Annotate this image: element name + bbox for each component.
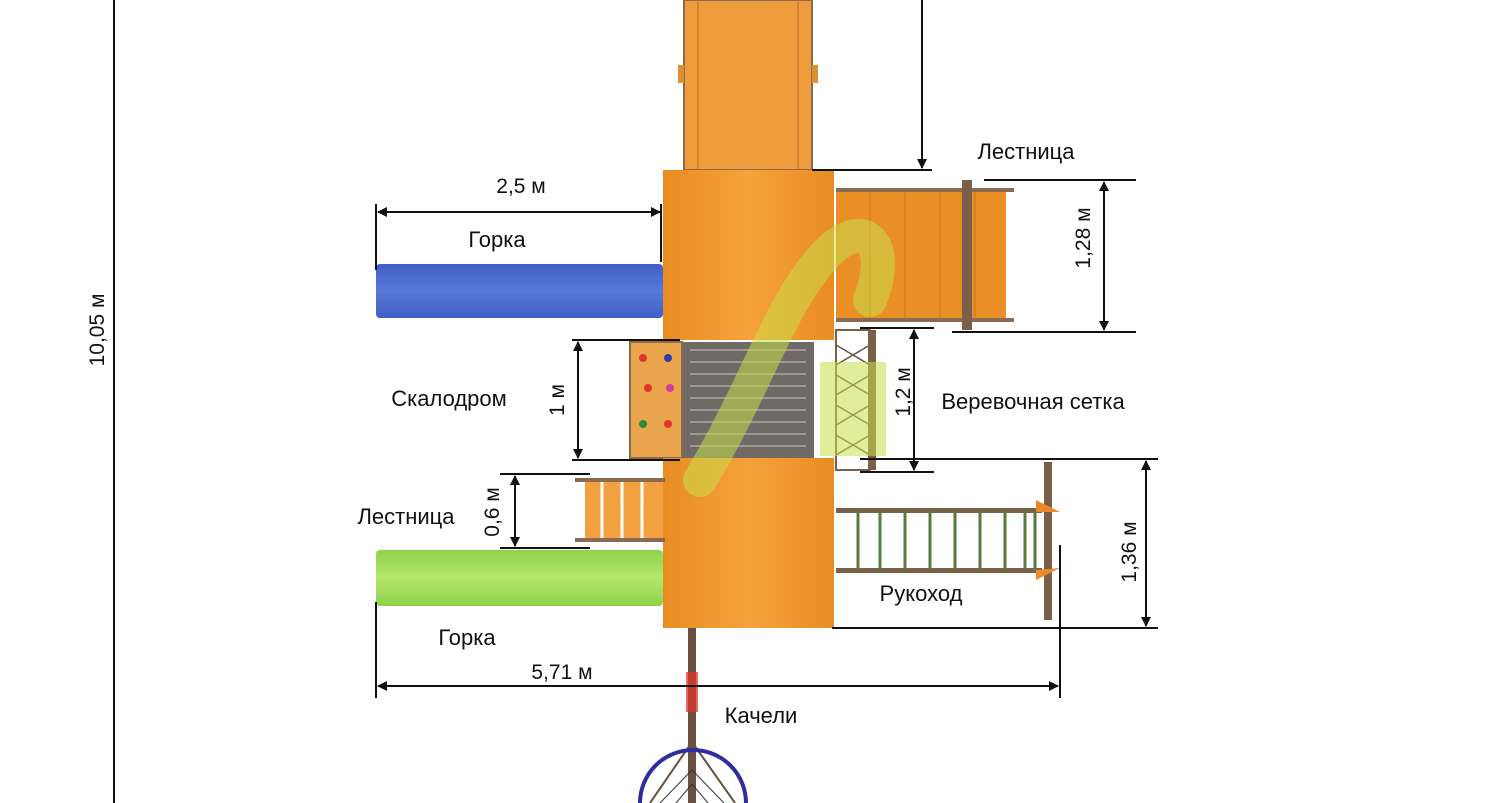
dimension-lines	[113, 0, 1158, 803]
dim-slide-length: 2,5 м	[496, 175, 545, 198]
top-tower	[678, 0, 818, 171]
dim-total-width: 5,71 м	[531, 661, 592, 684]
slide-bottom	[376, 550, 663, 606]
label-monkey-bars: Рукоход	[880, 581, 963, 606]
watermark-logo	[683, 218, 895, 497]
dim-net-height: 1,2 м	[892, 367, 915, 416]
slide-top	[376, 264, 663, 318]
label-ladder-bottom: Лестница	[357, 504, 455, 529]
climbing-wall	[629, 341, 683, 459]
label-rope-net: Веревочная сетка	[941, 389, 1125, 414]
label-slide-top: Горка	[468, 227, 526, 252]
label-swing: Качели	[725, 703, 798, 728]
dim-ladder-small: 0,6 м	[481, 487, 504, 536]
dim-bars-width: 1,36 м	[1118, 521, 1141, 582]
dim-ladder-width: 1,28 м	[1072, 207, 1095, 268]
dim-total-length: 10,05 м	[86, 294, 109, 367]
label-climbing-wall: Скалодром	[391, 386, 507, 411]
label-ladder-top: Лестница	[977, 139, 1075, 164]
label-slide-bottom: Горка	[438, 625, 496, 650]
ladder-bottom	[575, 478, 665, 542]
dim-wall-height: 1 м	[546, 384, 569, 416]
monkey-bars	[836, 462, 1060, 620]
